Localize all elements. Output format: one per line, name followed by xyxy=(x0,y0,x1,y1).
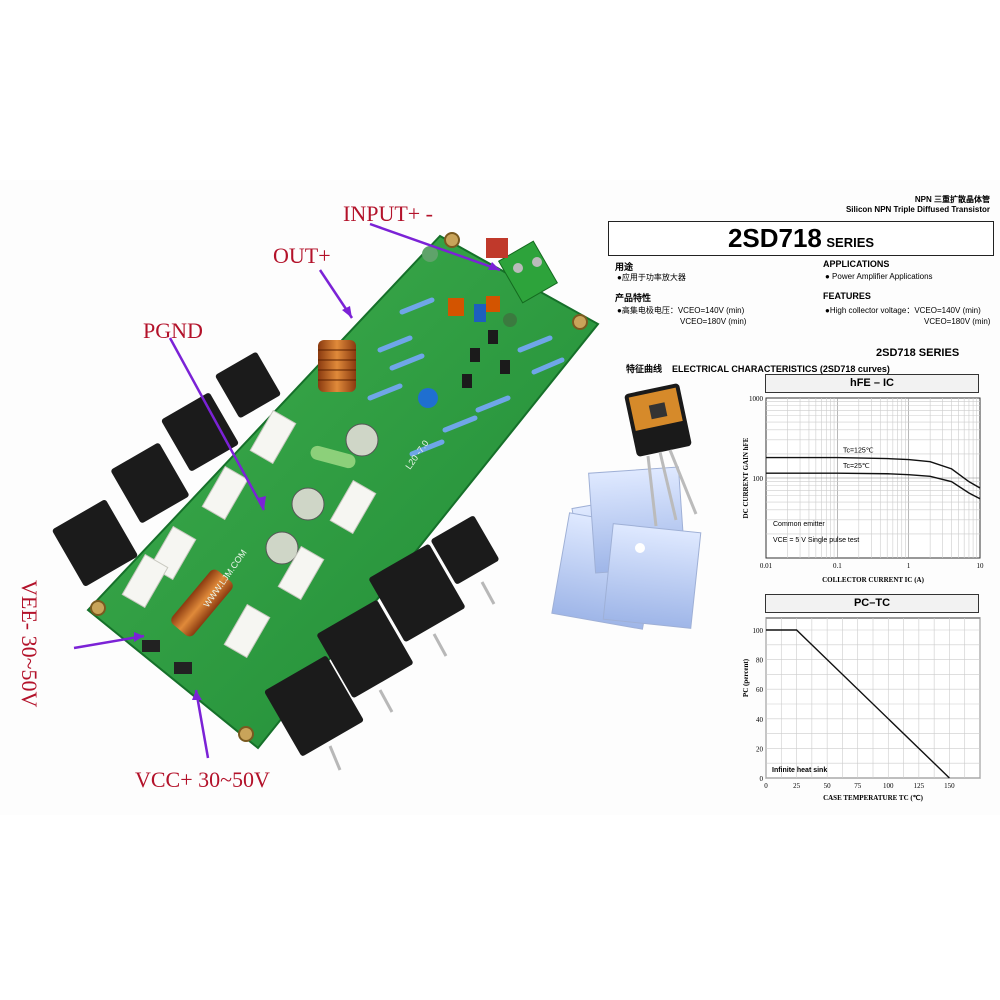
pgnd-callout: PGND xyxy=(143,318,203,343)
transistor-1 xyxy=(215,352,281,418)
part-series: SERIES xyxy=(826,235,875,250)
sample-transistor xyxy=(624,383,698,527)
x-tick-label: 0.01 xyxy=(760,562,773,570)
x-tick-label: 10 xyxy=(977,562,985,570)
mount-hole-right xyxy=(572,314,588,330)
x-tick-label: 75 xyxy=(854,782,862,790)
y-tick-label: 100 xyxy=(753,627,764,635)
left-transistor-row xyxy=(52,352,281,586)
y-tick-label: 1000 xyxy=(749,395,764,403)
x-tick-label: 125 xyxy=(914,782,925,790)
y-tick-label: 40 xyxy=(756,716,764,724)
part-number: 2SD718 xyxy=(727,223,822,253)
y-axis-label: DC CURRENT GAIN hFE xyxy=(742,437,750,518)
mount-hole-left xyxy=(90,600,106,616)
features-cn-title: 产品特性 xyxy=(615,293,652,303)
y-tick-label: 0 xyxy=(760,775,764,783)
transistor-3 xyxy=(111,443,189,523)
y-tick-label: 100 xyxy=(753,475,764,483)
pc-tc-chart: 0 25 50 75 100 125 150 100 80 60 40 20 0 Infinite hea… xyxy=(742,617,981,802)
annotation-heat-sink: Infinite heat sink xyxy=(772,767,827,774)
series-line-tc125 xyxy=(766,456,981,489)
x-tick-label: 50 xyxy=(824,782,832,790)
x-tick-label: 25 xyxy=(793,782,801,790)
datasheet-header-en: Silicon NPN Triple Diffused Transistor xyxy=(845,205,990,214)
green-electrolytic xyxy=(422,246,438,262)
x-tick-label: 150 xyxy=(944,782,955,790)
usage-cn-title: 用途 xyxy=(615,262,634,272)
input-terminal-block xyxy=(497,240,559,304)
y-tick-label: 60 xyxy=(756,686,764,694)
input-callout: INPUT+ - xyxy=(343,201,434,226)
filter-capacitor-2 xyxy=(291,487,325,521)
x-axis-label: CASE TEMPERATURE TC (℃) xyxy=(823,794,924,802)
fuse-vee xyxy=(142,640,160,652)
series-label: 2SD718 SERIES xyxy=(876,347,960,359)
orange-capacitor-2 xyxy=(486,296,500,312)
features-title: FEATURES xyxy=(823,291,871,301)
x-tick-label: 100 xyxy=(883,782,894,790)
out-callout: OUT+ xyxy=(273,243,331,268)
annotation-vce: VCE = 5 V Single pulse test xyxy=(773,537,859,544)
derating-line xyxy=(766,629,950,779)
curves-en: ELECTRICAL CHARACTERISTICS (2SD718 curve… xyxy=(672,364,890,374)
x-tick-label: 0 xyxy=(764,782,768,790)
output-coil xyxy=(318,340,356,392)
fuse-vcc xyxy=(174,662,192,674)
x-tick-label: 1 xyxy=(907,562,911,570)
hfe-chart-title: hFE – IC xyxy=(765,374,979,393)
series-label: Tc=25℃ xyxy=(843,463,870,470)
blue-capacitor xyxy=(474,304,486,322)
series-label: Tc=125℃ xyxy=(843,448,874,455)
red-capacitor xyxy=(486,238,508,258)
y-axis-label: PC (percent) xyxy=(742,658,750,697)
mount-hole-top xyxy=(444,232,460,248)
y-tick-label: 80 xyxy=(756,657,764,665)
pcb-board xyxy=(86,234,600,750)
features-item1: ●High collector voltage：VCEO=140V (min) xyxy=(825,306,981,315)
x-tick-label: 0.1 xyxy=(833,562,842,570)
filter-capacitor-1 xyxy=(345,423,379,457)
applications-item: ● Power Amplifier Applications xyxy=(825,272,933,281)
transistor-4 xyxy=(52,500,138,586)
features-cn-item1: ●高集电极电压：VCEO=140V (min) xyxy=(617,306,745,315)
applications-title: APPLICATIONS xyxy=(823,259,890,269)
vcc-callout: VCC+ 30~50V xyxy=(135,767,270,792)
hfe-ic-chart: 0.01 0.1 1 10 1000 100 Tc=125℃ Tc=25℃ Common emi… xyxy=(742,395,985,584)
curves-cn: 特征曲线 xyxy=(626,364,663,374)
small-electrolytic xyxy=(503,313,517,327)
features-cn-item2: VCEO=180V (min) xyxy=(680,317,747,326)
resistor-large-green xyxy=(310,445,356,469)
vee-callout: VEE- 30~50V xyxy=(17,580,42,708)
transistor-2 xyxy=(161,393,239,471)
pc-tc-chart-title: PC–TC xyxy=(765,594,979,613)
y-tick-label: 20 xyxy=(756,745,764,753)
series-line-tc25 xyxy=(766,472,981,500)
datasheet-header-cn: NPN 三重扩散晶体管 xyxy=(914,195,990,204)
annotation-common-emitter: Common emitter xyxy=(773,521,825,528)
filter-capacitor-3 xyxy=(265,531,299,565)
x-axis-label: COLLECTOR CURRENT IC (A) xyxy=(822,576,925,584)
curves-title: 特征曲线 ELECTRICAL CHARACTERISTICS (2SD718 … xyxy=(626,362,890,375)
blue-trimmer xyxy=(418,388,438,408)
features-item2: VCEO=180V (min) xyxy=(924,317,991,326)
usage-cn-item: ●应用于功率放大器 xyxy=(617,273,686,282)
orange-capacitor-1 xyxy=(448,298,464,316)
zobel-coil xyxy=(171,569,233,637)
datasheet-title-box: 2SD718 SERIES xyxy=(608,221,994,256)
insulating-pads xyxy=(551,466,702,630)
mount-hole-bottom xyxy=(238,726,254,742)
